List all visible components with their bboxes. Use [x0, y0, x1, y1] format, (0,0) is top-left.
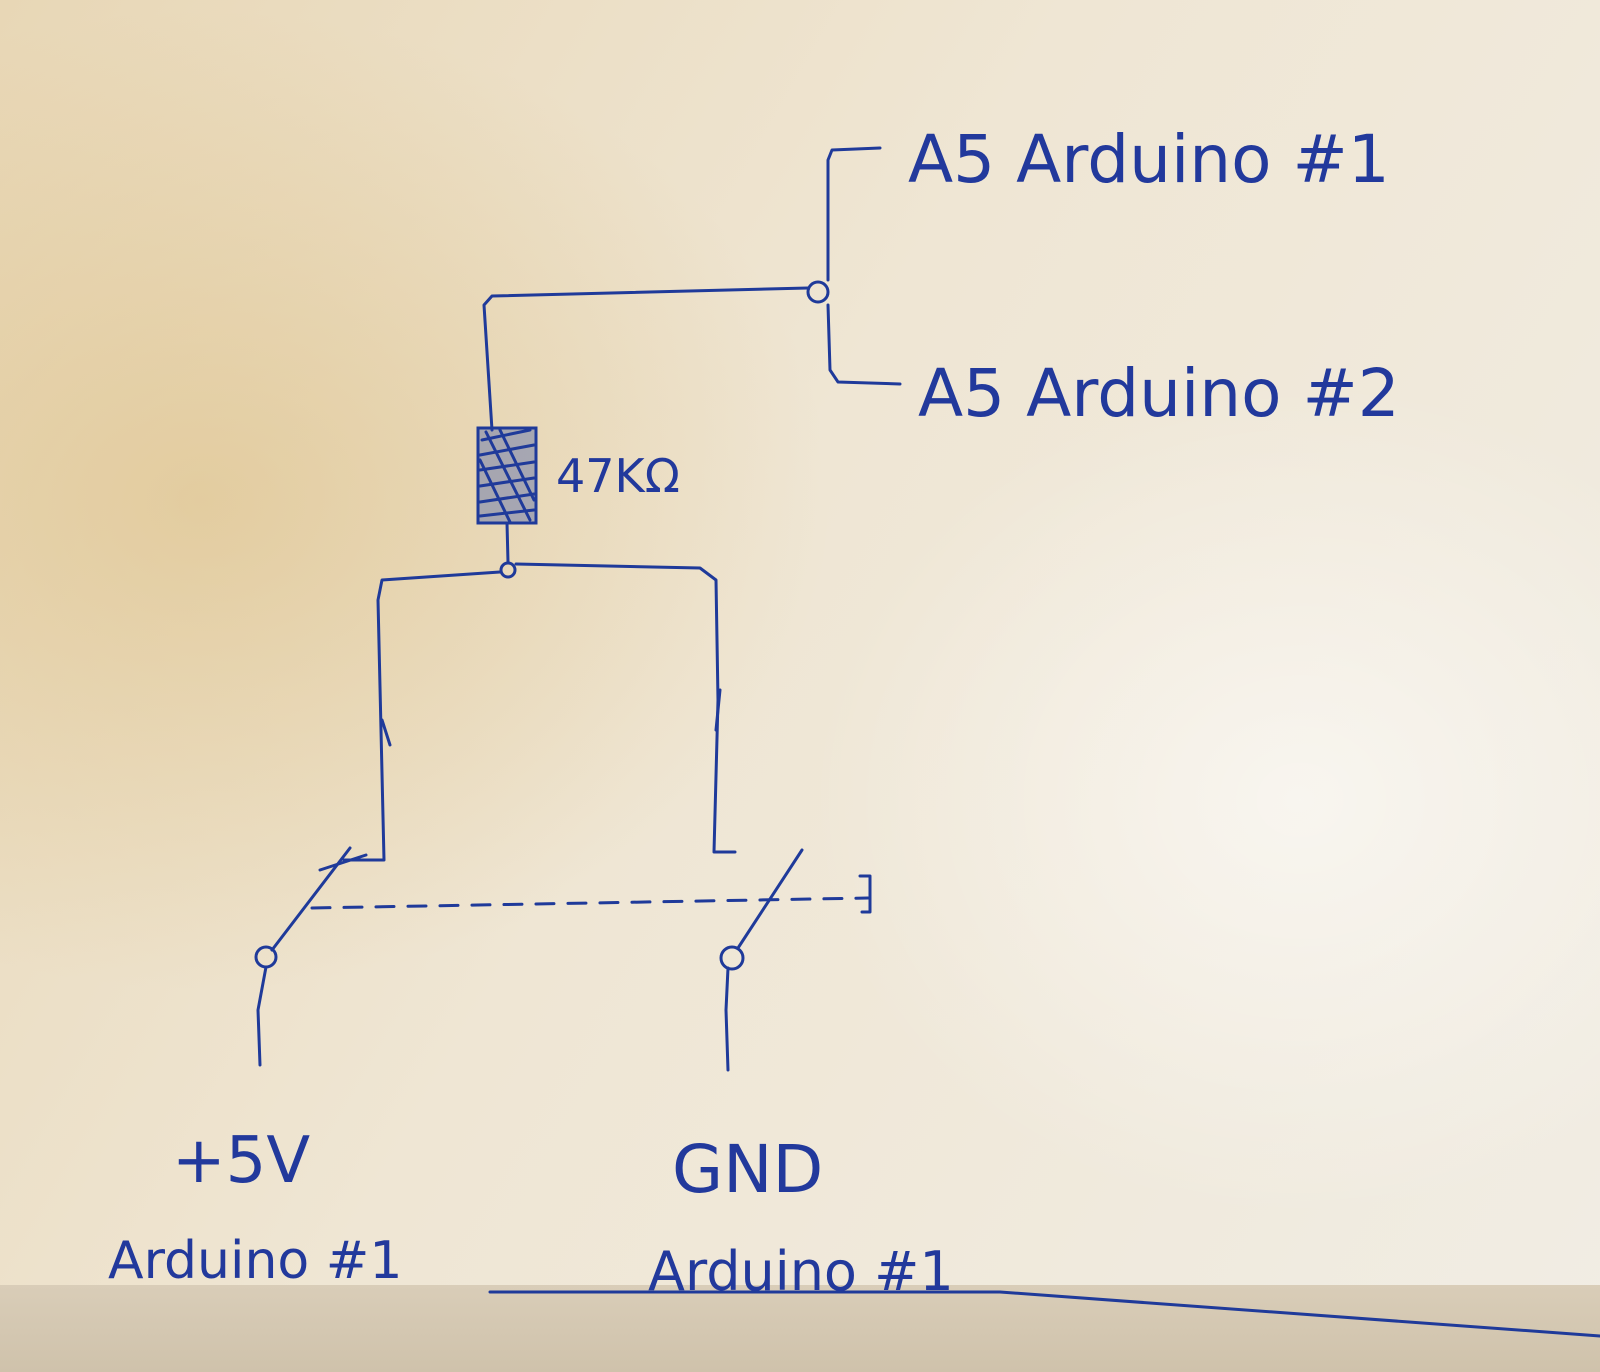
- wire-tick-right: [714, 688, 722, 732]
- switch-mechanical-link: [310, 896, 870, 910]
- label-a5-arduino-1: A5 Arduino #1: [908, 121, 1390, 198]
- link-end-bracket: [858, 874, 872, 914]
- top-junction-node: [806, 280, 830, 304]
- label-gnd: GND: [672, 1131, 823, 1208]
- label-arduino-1-right: Arduino #1: [648, 1240, 954, 1303]
- lower-junction-node: [499, 561, 517, 579]
- wire-node-to-left-switch: [342, 570, 502, 862]
- label-a5-arduino-2: A5 Arduino #2: [918, 355, 1400, 432]
- label-arduino-1-left: Arduino #1: [108, 1231, 402, 1291]
- label-plus-5v: +5V: [172, 1124, 310, 1198]
- resistor-symbol: [476, 426, 538, 525]
- wire-tick-left: [380, 718, 392, 747]
- wire-resistor-to-node: [505, 521, 510, 564]
- a5-branch-wires: [826, 146, 902, 386]
- switch-left: [254, 846, 368, 1067]
- switch-right: [719, 848, 804, 1072]
- paper-edge-shadow: [0, 1285, 1600, 1372]
- wire-junction-to-resistor: [482, 286, 810, 432]
- wire-node-to-right-switch: [514, 562, 737, 854]
- paper-underline: [488, 1290, 1600, 1338]
- label-resistor-value: 47KΩ: [556, 449, 680, 503]
